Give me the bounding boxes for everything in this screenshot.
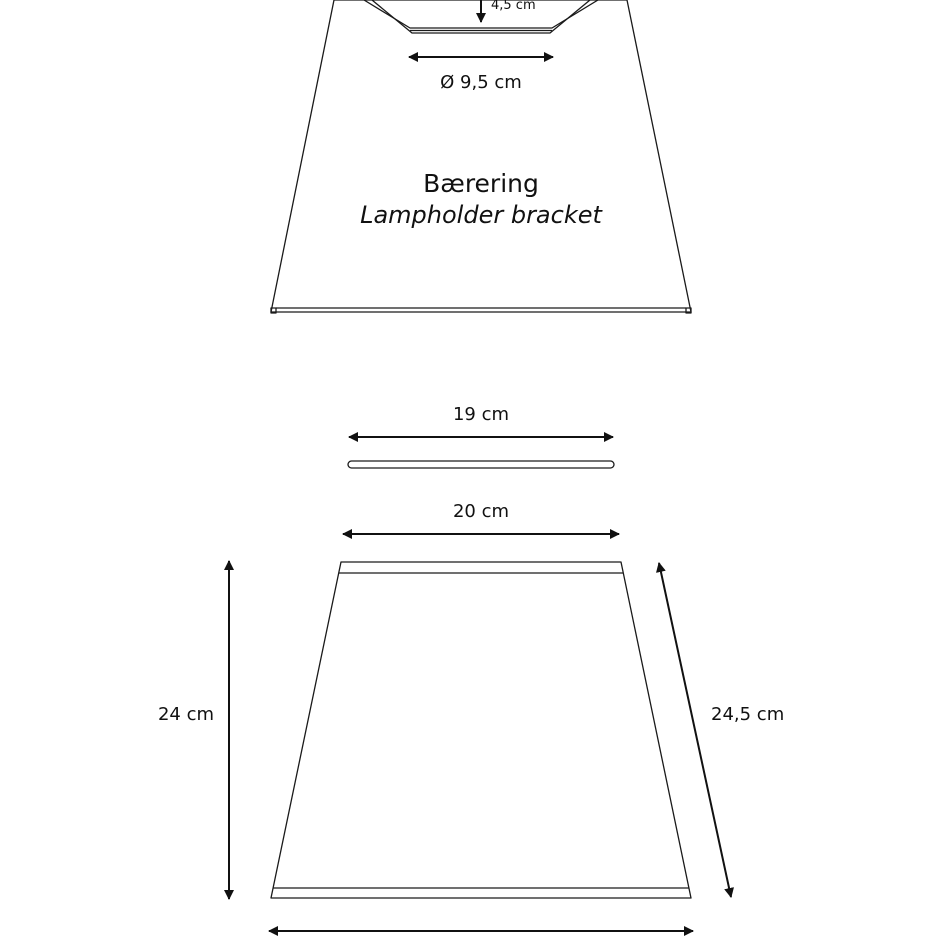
bracket-holder-outer xyxy=(363,0,599,29)
shade-slant-label: 24,5 cm xyxy=(711,704,784,725)
shade-group: 20 cm 24 cm 24,5 cm xyxy=(158,501,784,936)
bracket-diameter-label: Ø 9,5 cm xyxy=(440,72,522,93)
bracket-holder-inner xyxy=(371,0,591,34)
ring-width-label: 19 cm xyxy=(453,404,509,425)
bracket-outline xyxy=(270,0,692,313)
ring-bar xyxy=(347,460,615,469)
bracket-title: Bærering xyxy=(423,169,539,198)
shade-slant-arrow xyxy=(656,562,734,898)
bracket-group: 4,5 cm Ø 9,5 cm Bærering Lampholder brac… xyxy=(270,0,692,314)
shade-outline xyxy=(270,561,692,899)
ring-group: 19 cm xyxy=(347,404,615,469)
bracket-depth-label: 4,5 cm xyxy=(491,0,536,13)
shade-height-label: 24 cm xyxy=(158,704,214,725)
bracket-rim-cap-right xyxy=(685,307,692,314)
bracket-subtitle: Lampholder bracket xyxy=(360,201,603,229)
shade-top-width-label: 20 cm xyxy=(453,501,509,522)
bracket-rim-cap-left xyxy=(270,307,277,314)
